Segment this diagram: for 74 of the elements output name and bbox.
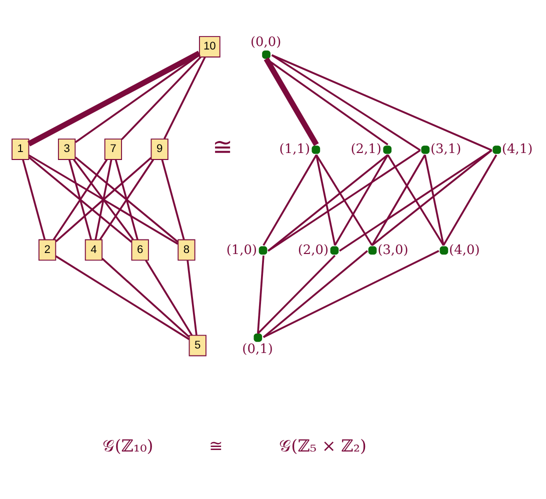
connector xyxy=(73,159,134,240)
connector xyxy=(268,154,388,252)
node-circle xyxy=(258,246,268,255)
label: ≅ xyxy=(209,436,224,456)
node-circle xyxy=(383,146,392,154)
node-circle xyxy=(262,50,270,59)
label: 𝒢(ℤ₅ × ℤ₂) xyxy=(279,436,367,456)
node-circle xyxy=(368,246,377,255)
connector xyxy=(334,154,389,246)
connector xyxy=(387,154,444,246)
node-label: (1,0) xyxy=(226,242,258,258)
node-circle xyxy=(421,146,430,154)
connector xyxy=(257,255,264,334)
node-label: (3,0) xyxy=(378,242,408,258)
connector xyxy=(442,154,498,246)
node-circle xyxy=(330,246,339,255)
connector xyxy=(315,154,336,246)
node-label: (0,1) xyxy=(242,342,273,358)
node-label: (4,1) xyxy=(502,142,533,158)
connector xyxy=(102,258,190,338)
connector xyxy=(371,154,426,246)
label: 𝒢(ℤ₁₀) xyxy=(102,436,154,456)
connector xyxy=(74,156,179,243)
node-circle xyxy=(254,333,262,342)
node-label: (2,1) xyxy=(350,142,382,158)
node-box: 1 xyxy=(12,138,30,160)
connector xyxy=(257,254,336,334)
node-box: 7 xyxy=(104,138,122,160)
node-box: 8 xyxy=(178,239,196,261)
connector xyxy=(264,57,319,146)
connector xyxy=(94,160,112,240)
connector xyxy=(186,260,198,336)
connector xyxy=(99,159,154,240)
node-box: 6 xyxy=(131,239,149,261)
connector xyxy=(339,149,492,252)
connector xyxy=(121,56,202,140)
connector xyxy=(55,255,190,340)
node-box: 5 xyxy=(188,334,206,356)
node-label: (0,0) xyxy=(250,35,282,50)
connector xyxy=(268,149,421,252)
node-label: (1,1) xyxy=(279,142,310,158)
connector xyxy=(114,159,138,240)
node-circle xyxy=(312,146,320,154)
node-label: (2,0) xyxy=(298,242,329,258)
connector xyxy=(55,156,152,242)
connector xyxy=(164,56,206,140)
node-box: 2 xyxy=(38,239,56,261)
connector xyxy=(22,159,46,240)
node-box: 4 xyxy=(84,239,103,261)
connector xyxy=(28,50,201,146)
node-label: (3,1) xyxy=(430,142,462,158)
connector xyxy=(316,154,373,246)
connector xyxy=(424,154,444,246)
connector xyxy=(68,159,92,240)
connector xyxy=(161,159,185,240)
node-box: 10 xyxy=(199,36,220,58)
label: ≅ xyxy=(212,133,233,162)
connector xyxy=(271,54,421,151)
node-box: 3 xyxy=(58,138,76,160)
connector xyxy=(266,58,388,146)
node-box: 9 xyxy=(150,138,168,160)
connector xyxy=(28,154,178,245)
connector xyxy=(271,54,492,152)
connector xyxy=(52,159,108,240)
connector xyxy=(28,156,132,243)
node-circle xyxy=(492,146,501,154)
connector xyxy=(145,260,193,336)
node-label: (4,0) xyxy=(449,242,480,258)
connector xyxy=(74,54,200,143)
connector xyxy=(371,150,492,246)
connector xyxy=(262,154,318,246)
node-circle xyxy=(440,246,448,255)
connector xyxy=(262,250,368,338)
connector xyxy=(263,250,440,338)
